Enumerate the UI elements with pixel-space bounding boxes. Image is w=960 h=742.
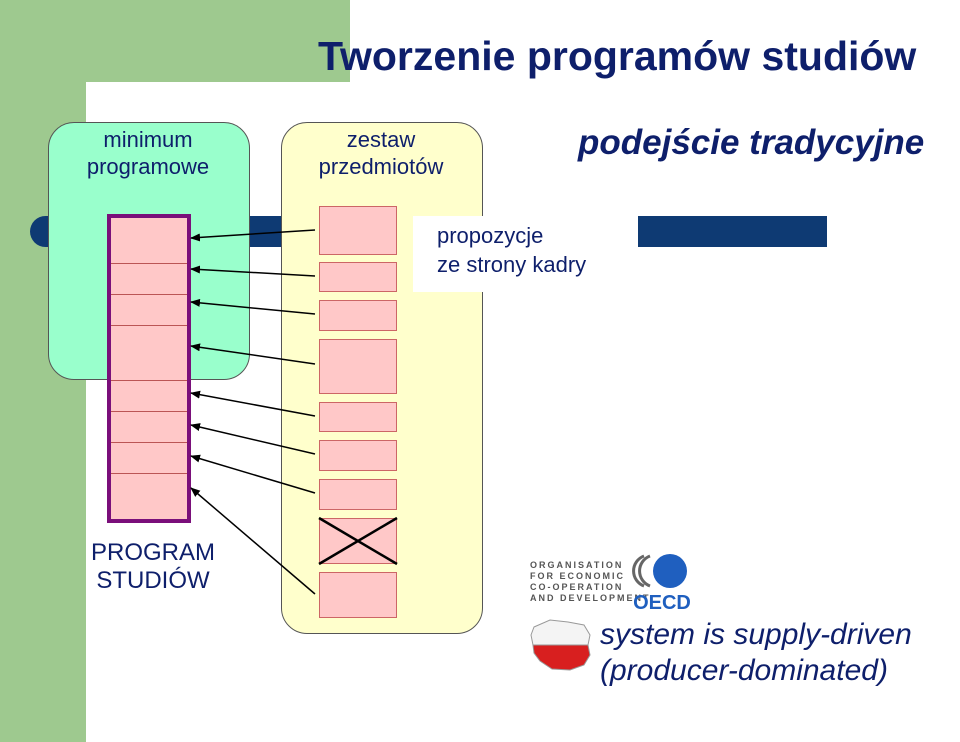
arrow: [190, 229, 316, 242]
course-set-label-line1: zestaw: [346, 127, 416, 152]
oecd-logo: OECD: [632, 554, 691, 612]
oecd-line4: AND DEVELOPMENT: [530, 593, 651, 603]
oecd-logo-text: OECD: [633, 592, 691, 612]
minimum-program-label-line1: minimum: [103, 127, 193, 152]
course-block: [319, 402, 397, 432]
course-set-label: zestaw przedmiotów: [281, 126, 481, 180]
oecd-line2: FOR ECONOMIC: [530, 571, 625, 581]
arrow: [190, 423, 316, 455]
course-block: [319, 300, 397, 331]
arrow: [190, 265, 316, 277]
program-cell: [111, 443, 187, 474]
arrow: [190, 298, 316, 315]
slide-title: Tworzenie programów studiów: [318, 33, 917, 79]
course-block: [319, 572, 397, 618]
approach-heading: podejście tradycyjne: [578, 123, 925, 162]
navy-band-right: [638, 216, 827, 247]
program-label: PROGRAM STUDIÓW: [48, 539, 258, 595]
system-caption: system is supply-driven (producer-domina…: [600, 617, 912, 689]
course-block: [319, 206, 397, 255]
program-cell: [111, 412, 187, 443]
poland-map-icon: [530, 619, 591, 671]
oecd-line3: CO-OPERATION: [530, 582, 624, 592]
program-cell: [111, 218, 187, 264]
system-caption-line2: (producer-dominated): [600, 654, 888, 687]
program-cell: [111, 264, 187, 295]
course-block: [319, 339, 397, 394]
system-caption-line1: system is supply-driven: [600, 618, 912, 651]
proposals-label: propozycje ze strony kadry: [437, 221, 586, 279]
minimum-program-label: minimum programowe: [48, 126, 248, 180]
course-block: [319, 479, 397, 510]
arrow: [190, 487, 316, 595]
course-set-label-line2: przedmiotów: [318, 154, 444, 179]
minimum-program-label-line2: programowe: [86, 154, 210, 179]
program-label-line2: STUDIÓW: [96, 567, 210, 594]
proposals-label-line1: propozycje: [437, 223, 544, 248]
program-cell: [111, 326, 187, 381]
program-cell: [111, 295, 187, 326]
program-label-line1: PROGRAM: [90, 539, 215, 566]
cross-line: [318, 516, 398, 566]
arrow: [190, 454, 316, 494]
program-column: [107, 214, 191, 523]
proposals-label-line2: ze strony kadry: [437, 252, 587, 277]
oecd-line1: ORGANISATION: [530, 560, 624, 570]
arrow: [190, 343, 316, 365]
course-block: [319, 262, 397, 292]
proposals-box: [413, 216, 629, 292]
course-block: [319, 440, 397, 471]
program-cell: [111, 381, 187, 412]
arrow: [190, 390, 316, 417]
green-top-bar: [0, 0, 350, 82]
oecd-organisation-text: ORGANISATION FOR ECONOMIC CO-OPERATION A…: [530, 560, 651, 604]
